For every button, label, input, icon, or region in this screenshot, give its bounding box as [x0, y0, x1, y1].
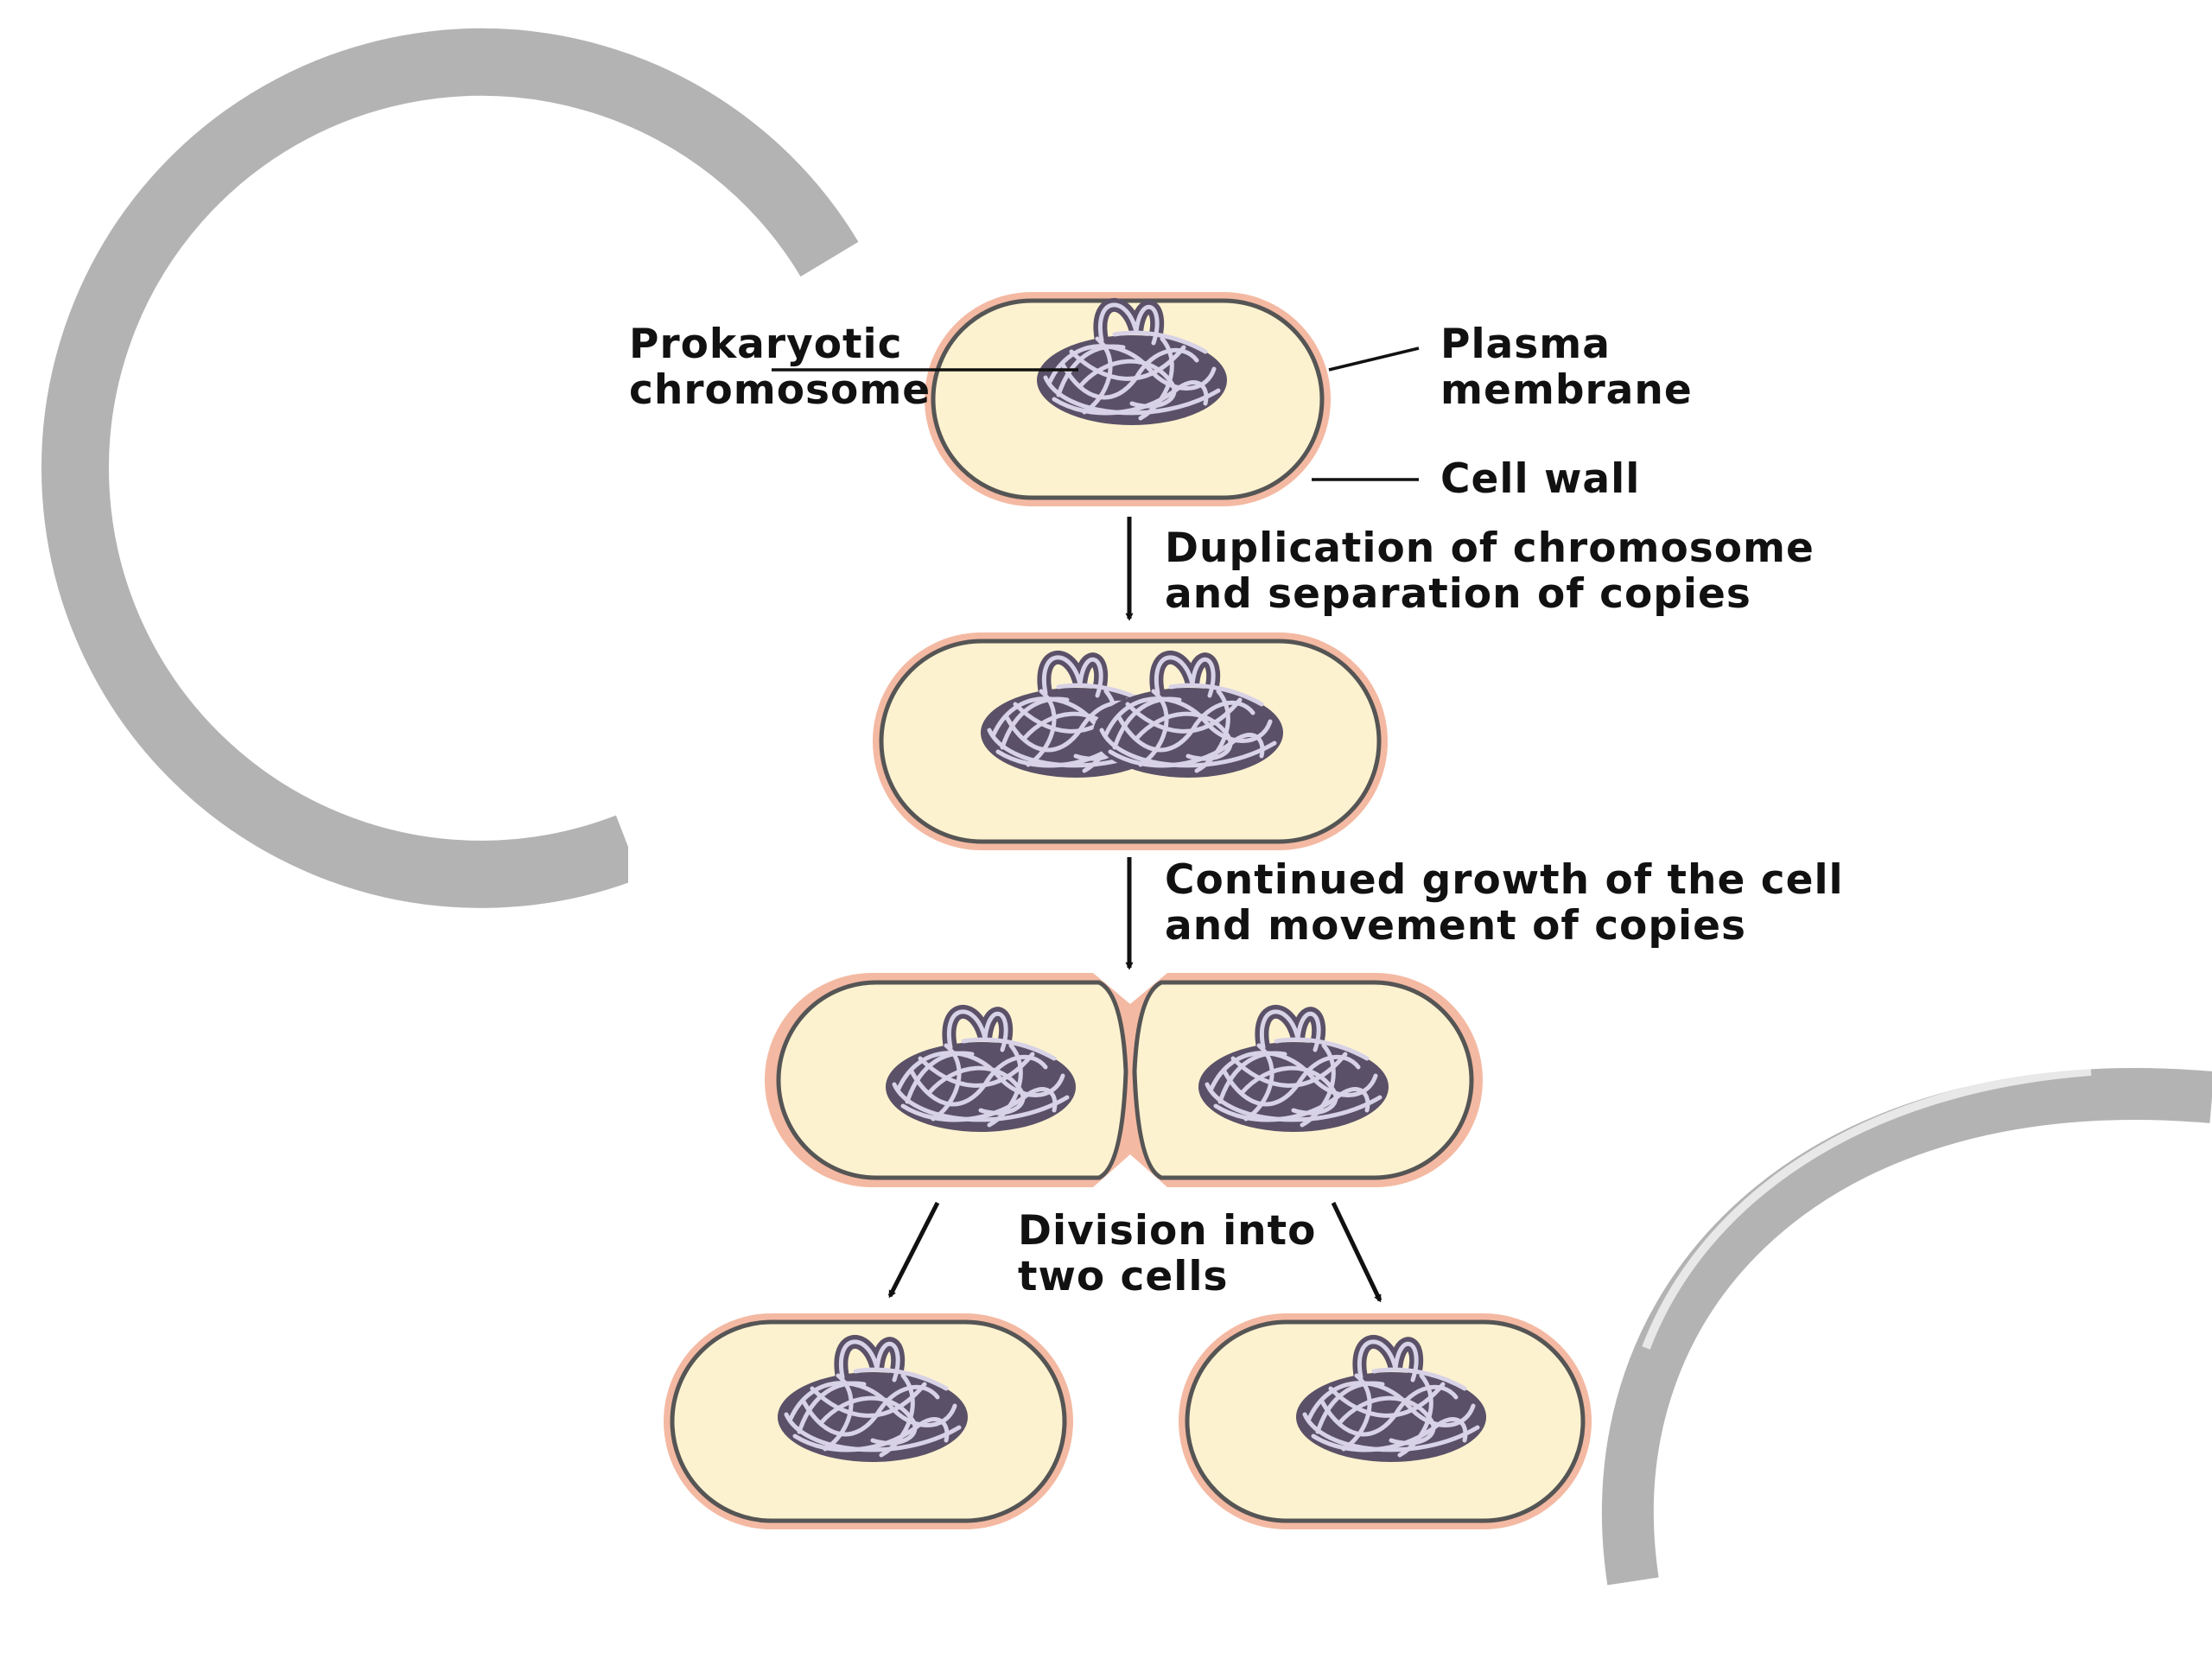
- label-line: two cells: [1018, 1253, 1229, 1300]
- daughter-cell-right: [1179, 1313, 1592, 1529]
- label-line: Cell wall: [1440, 455, 1641, 503]
- label-line: Continued growth of the cell: [1165, 856, 1844, 904]
- label-plasma-membrane: Plasma membrane: [1440, 321, 1693, 413]
- label-line: and separation of copies: [1165, 570, 1751, 618]
- label-line: chromosome: [629, 366, 931, 414]
- label-line: membrane: [1440, 366, 1693, 414]
- arrow-division-left: [887, 1201, 940, 1299]
- label-step-growth: Continued growth of the cell and movemen…: [1165, 857, 1844, 949]
- label-step-duplication: Duplication of chromosome and separation…: [1165, 525, 1815, 617]
- daughter-cell-left: [664, 1313, 1073, 1529]
- label-step-division: Division into two cells: [1018, 1208, 1316, 1300]
- label-cell-wall: Cell wall: [1440, 456, 1640, 502]
- label-line: and movement of copies: [1165, 902, 1746, 950]
- label-line: Duplication of chromosome: [1165, 524, 1815, 572]
- decorative-brush-ring-bottom-right: [1601, 1067, 2212, 1586]
- leader-line-plasma-membrane: [1328, 346, 1420, 372]
- arrow-division-right: [1331, 1201, 1382, 1303]
- label-line: Prokaryotic: [629, 321, 903, 368]
- label-prokaryotic-chromosome: Prokaryotic chromosome: [629, 321, 931, 413]
- label-line: Division into: [1018, 1207, 1317, 1255]
- decorative-brush-ring-top-left: [41, 28, 859, 908]
- cell-duplicated: [873, 632, 1388, 850]
- label-line: Plasma: [1440, 321, 1611, 368]
- cell-parent: [925, 292, 1331, 506]
- cell-dividing: [765, 973, 1483, 1187]
